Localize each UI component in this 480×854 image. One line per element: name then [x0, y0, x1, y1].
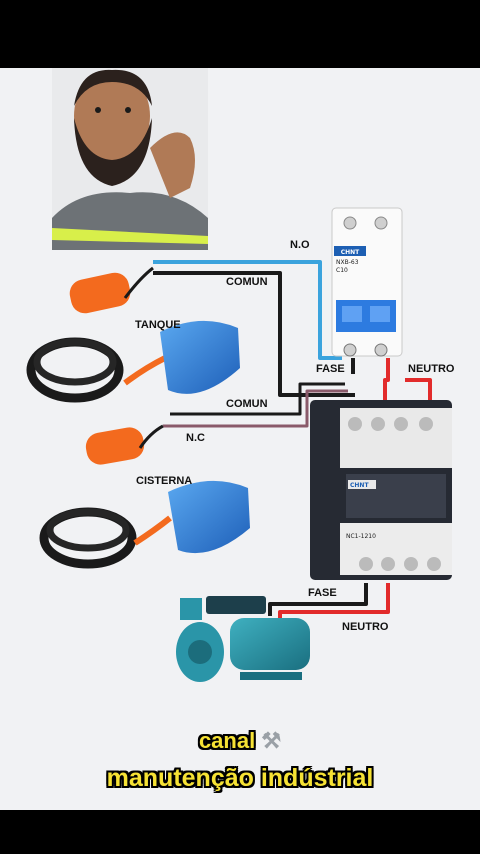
label-fase-top: FASE — [316, 363, 345, 375]
wiring-diagram: CHNT NXB-63 C10 CHNT NC1-1210 — [26, 68, 455, 682]
caption-line-2: manutenção indústrial — [106, 764, 374, 792]
contactor-brand: CHNT — [350, 482, 369, 489]
label-no: N.O — [290, 239, 310, 251]
breaker-brand: CHNT — [341, 249, 360, 256]
label-neutro-top: NEUTRO — [408, 363, 455, 375]
tools-icon: ⚒ — [261, 728, 282, 753]
video-frame: CHNT NXB-63 C10 CHNT NC1-1210 — [0, 68, 480, 810]
label-cisterna: CISTERNA — [136, 475, 192, 487]
label-comun-bottom: COMUN — [226, 398, 268, 410]
caption-canal: canal — [198, 728, 256, 753]
label-nc: N.C — [186, 432, 205, 444]
breaker-rating: C10 — [336, 267, 348, 274]
float-switch-cisterna — [39, 424, 250, 569]
label-neutro-bottom: NEUTRO — [342, 621, 389, 633]
label-fase-bottom: FASE — [308, 587, 337, 599]
caption-line-1: canal ⚒ — [0, 728, 480, 754]
label-comun-top: COMUN — [226, 276, 268, 288]
contactor-model: NC1-1210 — [346, 533, 376, 540]
presenter-photo — [52, 68, 208, 250]
breaker-model: NXB-63 — [336, 259, 359, 266]
contactor: CHNT NC1-1210 — [310, 400, 452, 580]
water-pump — [176, 596, 310, 682]
float-switch-tanque — [26, 266, 240, 403]
circuit-breaker: CHNT NXB-63 C10 — [331, 207, 403, 357]
label-tanque: TANQUE — [135, 319, 181, 331]
